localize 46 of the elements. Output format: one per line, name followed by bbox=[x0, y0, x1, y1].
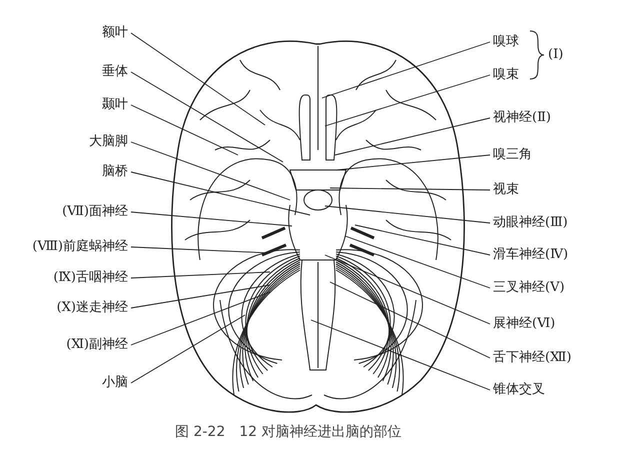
nerve-number: (Ⅰ) bbox=[548, 47, 564, 63]
part-label: 颞叶 bbox=[102, 97, 128, 113]
leader-line bbox=[130, 104, 238, 156]
part-label: (Ⅶ)面神经 bbox=[62, 204, 128, 220]
leader-line bbox=[324, 74, 490, 126]
leader-line bbox=[324, 254, 490, 324]
part-label: 嗅球 bbox=[493, 34, 519, 50]
leader-line bbox=[336, 154, 490, 170]
part-label: 脑桥 bbox=[102, 164, 128, 180]
figure-caption: 图 2-22 12 对脑神经进出脑的部位 bbox=[175, 424, 402, 440]
leader-line bbox=[130, 314, 246, 384]
leader-line bbox=[130, 284, 270, 308]
leader-line bbox=[344, 236, 490, 288]
leader-line bbox=[322, 42, 490, 98]
part-label: 额叶 bbox=[102, 25, 128, 41]
part-label: 小脑 bbox=[102, 375, 128, 391]
part-label: 视神经(Ⅱ) bbox=[493, 110, 551, 126]
leader-line bbox=[130, 292, 270, 346]
part-label: 垂体 bbox=[102, 64, 128, 80]
part-label: (Ⅹ)迷走神经 bbox=[56, 300, 128, 316]
part-label: 嗅三角 bbox=[493, 147, 532, 163]
leader-line bbox=[130, 272, 270, 278]
part-label: 展神经(Ⅵ) bbox=[493, 316, 556, 332]
part-label: 动眼神经(Ⅲ) bbox=[493, 215, 568, 231]
leader-line bbox=[130, 72, 284, 162]
part-label: (Ⅺ)副神经 bbox=[66, 337, 128, 353]
leader-line bbox=[130, 172, 310, 216]
leader-line bbox=[324, 206, 490, 224]
part-label: (Ⅷ)前庭蜗神经 bbox=[32, 239, 128, 255]
leader-line bbox=[354, 224, 490, 256]
part-label: 三叉神经(Ⅴ) bbox=[493, 280, 565, 296]
leader-line bbox=[130, 32, 266, 126]
part-label: (Ⅸ)舌咽神经 bbox=[53, 270, 128, 286]
part-label: 大脑脚 bbox=[89, 134, 128, 150]
part-label: 滑车神经(Ⅳ) bbox=[493, 247, 568, 263]
leader-line bbox=[330, 282, 490, 358]
part-label: 锥体交叉 bbox=[493, 382, 545, 398]
leader-line bbox=[130, 212, 292, 226]
leader-line bbox=[130, 246, 270, 254]
leader-line bbox=[330, 188, 490, 190]
part-label: 嗅束 bbox=[493, 67, 519, 83]
part-label: 视束 bbox=[493, 182, 519, 198]
leader-line bbox=[310, 320, 490, 390]
leader-line bbox=[130, 142, 290, 200]
leader-line bbox=[334, 118, 490, 156]
part-label: 舌下神经(Ⅻ) bbox=[493, 350, 572, 366]
